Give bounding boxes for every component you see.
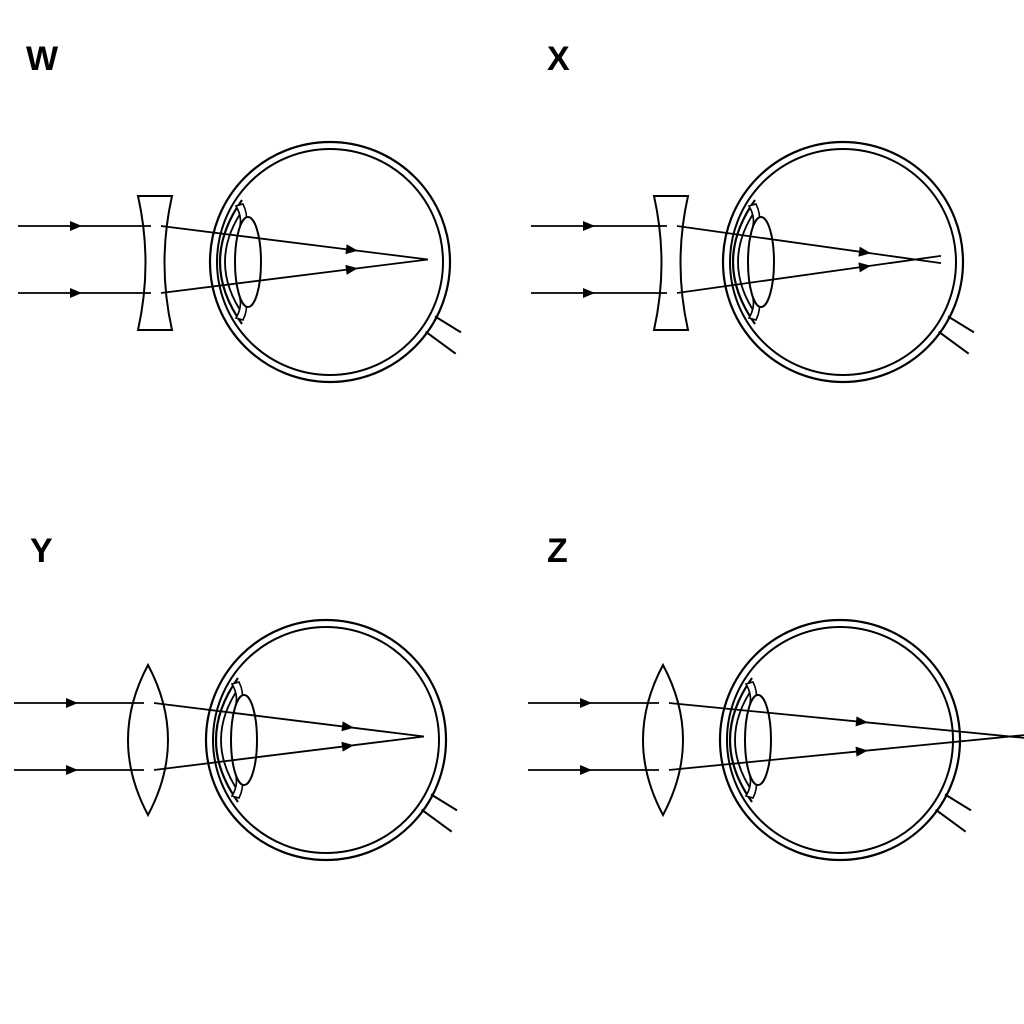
concave-lens bbox=[136, 195, 174, 331]
crystalline-lens bbox=[234, 216, 262, 308]
refracted-ray-upper bbox=[153, 702, 425, 738]
panel-w bbox=[18, 140, 462, 384]
arrow-in-lower bbox=[580, 765, 592, 775]
refracted-ray-lower bbox=[676, 254, 942, 294]
eyeball-inner bbox=[216, 148, 444, 376]
eyeball-inner bbox=[726, 626, 954, 854]
arrow-refracted-lower bbox=[855, 746, 868, 757]
panel-x bbox=[531, 140, 975, 384]
crystalline-lens bbox=[744, 694, 772, 786]
optic-nerve-upper bbox=[944, 793, 972, 812]
optic-nerve-upper bbox=[434, 315, 462, 334]
eyeball-inner bbox=[212, 626, 440, 854]
arrow-in-lower bbox=[583, 288, 595, 298]
arrow-in-lower bbox=[70, 288, 82, 298]
cornea-inner bbox=[737, 207, 758, 317]
crystalline-lens bbox=[747, 216, 775, 308]
refracted-ray-upper bbox=[676, 225, 942, 265]
cornea-outer bbox=[731, 199, 756, 325]
refracted-ray-lower bbox=[668, 734, 1024, 771]
arrow-in-upper bbox=[66, 698, 78, 708]
cornea-inner bbox=[224, 207, 245, 317]
convex-lens bbox=[127, 662, 169, 818]
eyeball-outer bbox=[204, 618, 448, 862]
arrow-in-upper bbox=[580, 698, 592, 708]
cornea-inner bbox=[734, 685, 755, 795]
arrow-in-upper bbox=[70, 221, 82, 231]
panel-label-z: Z bbox=[547, 532, 568, 570]
panel-label-x: X bbox=[547, 40, 570, 78]
eyeball-outer bbox=[208, 140, 452, 384]
cornea-outer bbox=[218, 199, 243, 325]
optic-nerve-lower bbox=[938, 330, 970, 355]
optic-nerve-lower bbox=[425, 330, 457, 355]
arrow-refracted-lower bbox=[345, 264, 358, 275]
optic-nerve-upper bbox=[947, 315, 975, 334]
eyeball-outer bbox=[721, 140, 965, 384]
arrow-refracted-lower bbox=[341, 741, 354, 752]
arrow-in-lower bbox=[66, 765, 78, 775]
refracted-ray-upper bbox=[160, 225, 429, 261]
panel-z bbox=[528, 618, 1024, 862]
arrow-refracted-upper bbox=[858, 246, 871, 257]
convex-lens bbox=[642, 662, 684, 818]
crystalline-lens bbox=[230, 694, 258, 786]
cornea-outer bbox=[214, 677, 239, 803]
eyeball-outer bbox=[718, 618, 962, 862]
arrow-refracted-upper bbox=[855, 716, 868, 727]
refracted-ray-upper bbox=[668, 702, 1024, 739]
cornea-inner bbox=[220, 685, 241, 795]
optic-nerve-lower bbox=[421, 808, 453, 833]
refracted-ray-lower bbox=[160, 258, 429, 294]
refracted-ray-lower bbox=[153, 735, 425, 771]
optic-nerve-lower bbox=[935, 808, 967, 833]
eyeball-inner bbox=[729, 148, 957, 376]
concave-lens bbox=[652, 195, 690, 331]
arrow-refracted-lower bbox=[858, 262, 871, 273]
panel-label-w: W bbox=[26, 40, 59, 78]
panel-y bbox=[14, 618, 458, 862]
arrow-refracted-upper bbox=[345, 244, 358, 255]
arrow-refracted-upper bbox=[341, 721, 354, 732]
optic-nerve-upper bbox=[430, 793, 458, 812]
arrow-in-upper bbox=[583, 221, 595, 231]
panel-label-y: Y bbox=[30, 532, 53, 570]
